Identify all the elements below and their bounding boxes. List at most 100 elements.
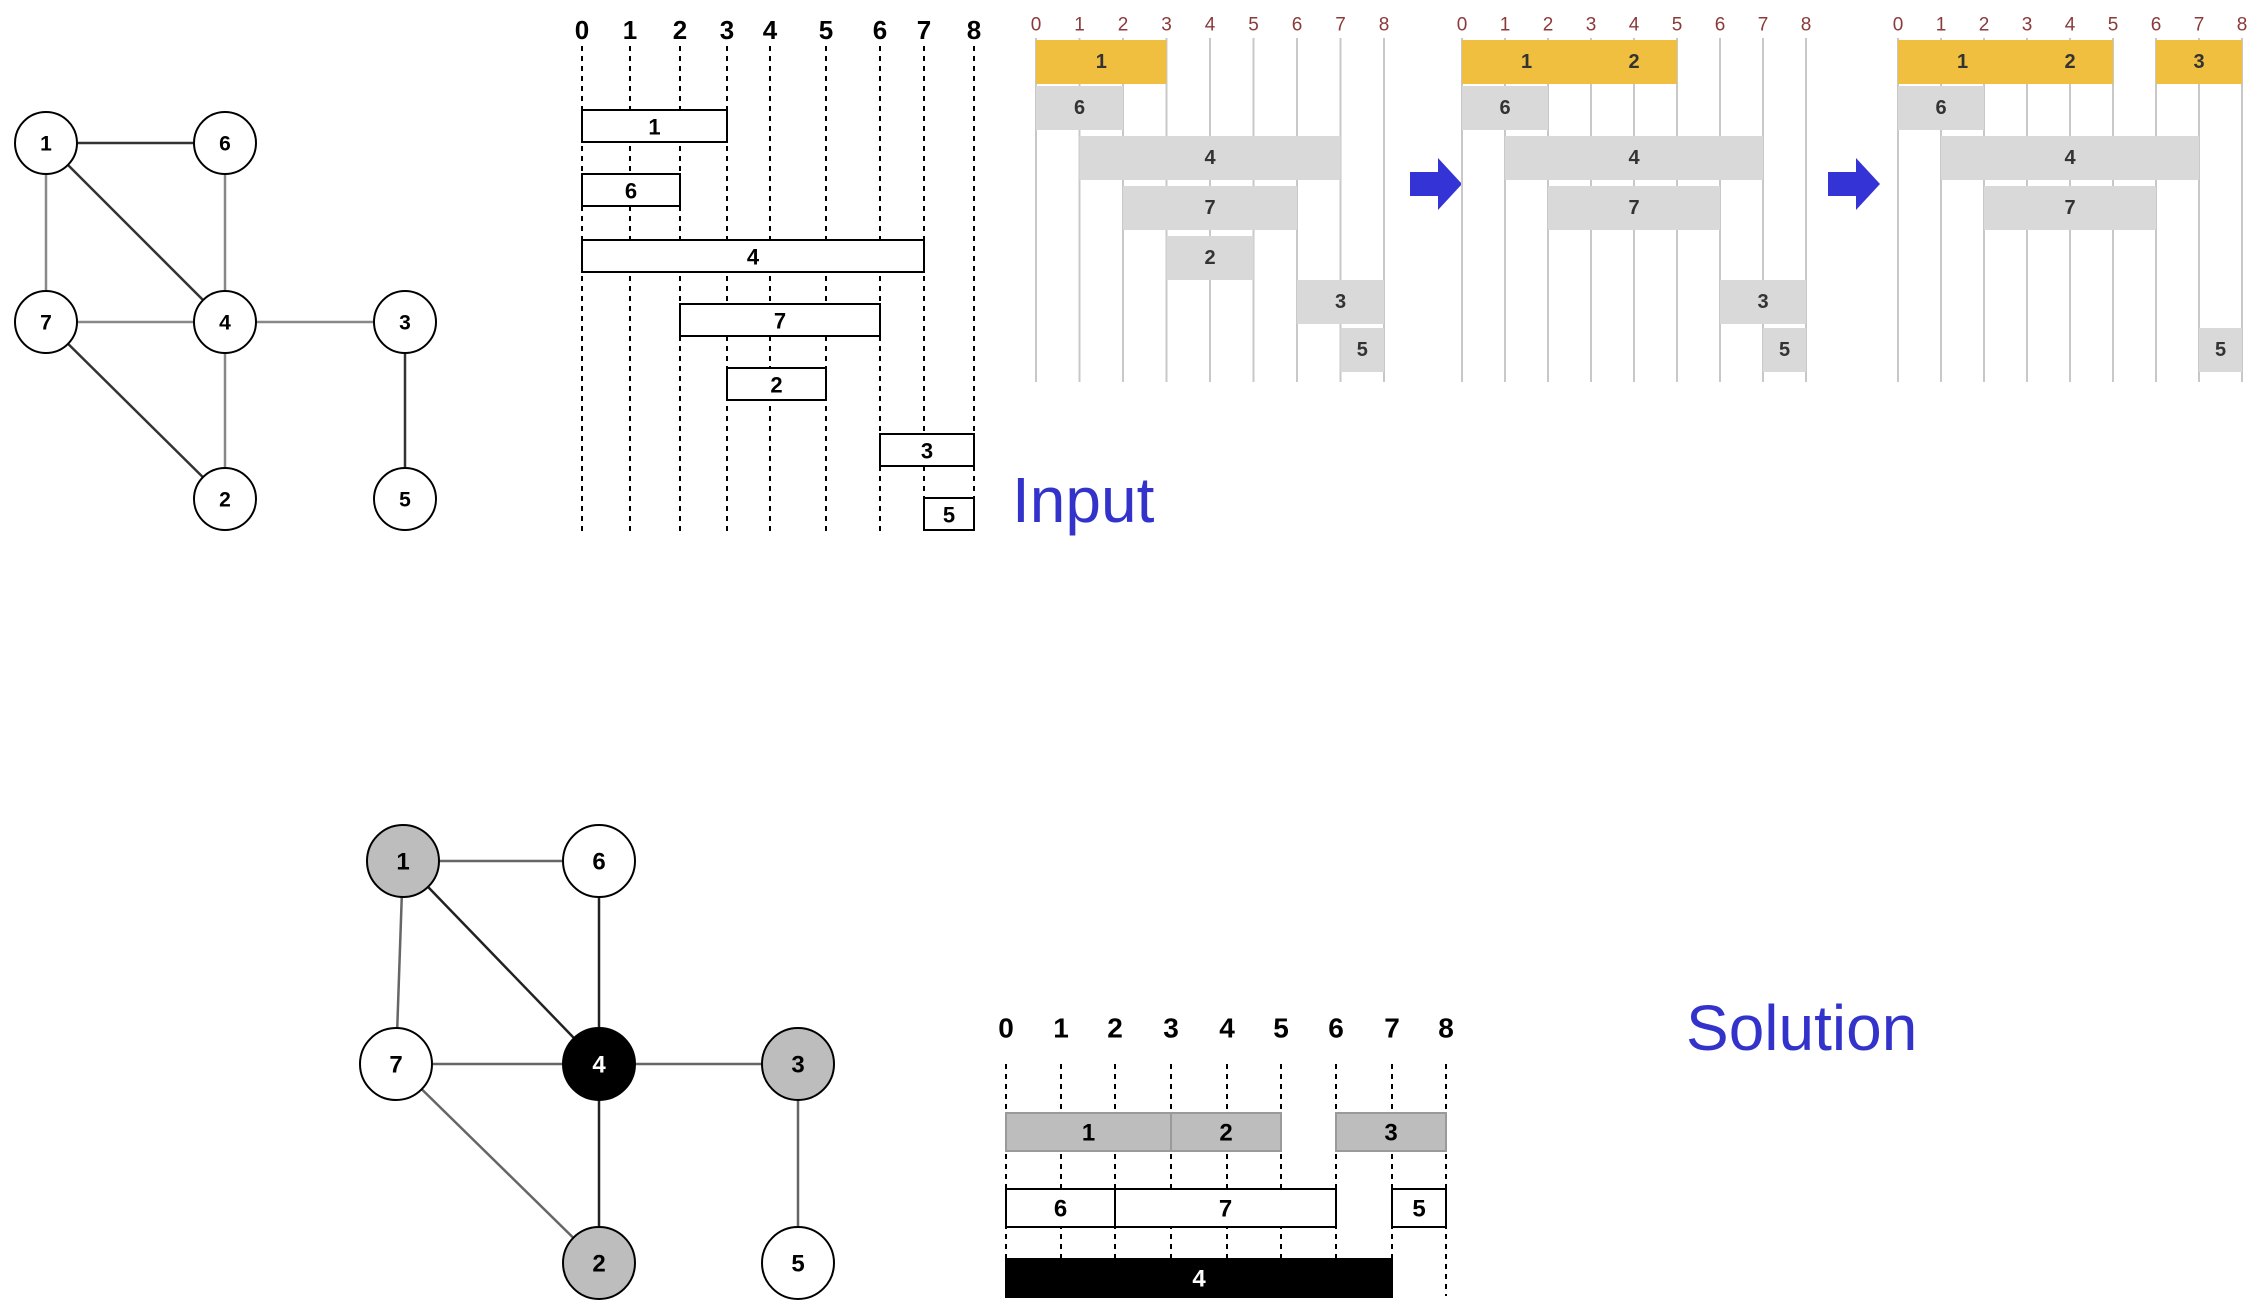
solution-bar-label-7: 7	[1219, 1196, 1232, 1223]
remaining-bar-6	[1898, 86, 1984, 130]
arrow-shape	[1410, 158, 1462, 210]
axis-tick-label-3: 3	[720, 15, 734, 45]
step-tick-label-2: 2	[1979, 15, 1990, 36]
solution-bar-label-2: 2	[1219, 1120, 1232, 1147]
axis-tick-label-0: 0	[575, 15, 589, 45]
solution-bar-2	[1170, 1112, 1282, 1152]
selected-bar-label-2: 2	[1628, 51, 1639, 73]
graph-node-label-1: 1	[396, 849, 409, 876]
interval-bar-label-3: 3	[921, 439, 933, 464]
remaining-bar-label-2: 2	[1204, 247, 1215, 269]
axis-tick-label-2: 2	[673, 15, 687, 45]
graph-node-label-7: 7	[389, 1052, 402, 1079]
remaining-bar-7	[1548, 186, 1720, 230]
graph-node-5	[373, 467, 437, 531]
graph-node-label-5: 5	[791, 1251, 804, 1278]
axis-tick-label-6: 6	[873, 15, 887, 45]
graph-node-label-5: 5	[399, 489, 411, 512]
graph-node-label-4: 4	[219, 312, 231, 335]
graph-node-1	[366, 824, 440, 898]
graph-node-3	[373, 290, 437, 354]
remaining-bar-4	[1941, 136, 2199, 180]
step-arrow-2	[1828, 158, 1880, 210]
selected-bar-label-1: 1	[1096, 51, 1107, 73]
axis-tick-label-7: 7	[917, 15, 931, 45]
graph-node-7	[14, 290, 78, 354]
remaining-bar-label-3: 3	[1335, 291, 1346, 313]
solution-bar-label-1: 1	[1082, 1120, 1095, 1147]
remaining-bar-5	[1340, 328, 1384, 372]
step-tick-label-1: 1	[1500, 15, 1511, 36]
solution-bar-label-4: 4	[1192, 1266, 1206, 1293]
interval-bar-label-4: 4	[747, 245, 760, 270]
solution-bar-7	[1114, 1188, 1337, 1228]
step-tick-label-2: 2	[1118, 15, 1129, 36]
remaining-bar-label-5: 5	[1779, 339, 1790, 361]
remaining-bar-label-3: 3	[1757, 291, 1768, 313]
remaining-bar-6	[1462, 86, 1548, 130]
selected-bar-3	[2156, 40, 2242, 84]
arrow-shape	[1828, 158, 1880, 210]
graph-edge-1-4	[402, 860, 600, 1065]
interval-bar-2	[726, 367, 827, 401]
remaining-bar-label-6: 6	[1499, 97, 1510, 119]
remaining-bar-7	[1984, 186, 2156, 230]
step-tick-label-3: 3	[2022, 15, 2033, 36]
remaining-bar-label-6: 6	[1935, 97, 1946, 119]
graph-node-6	[193, 111, 257, 175]
remaining-bar-label-5: 5	[2215, 339, 2226, 361]
step-arrow-1	[1410, 158, 1462, 210]
solution-bar-label-6: 6	[1054, 1196, 1067, 1223]
interval-bar-label-5: 5	[943, 503, 955, 528]
graph-node-label-4: 4	[592, 1052, 606, 1079]
interval-bar-label-1: 1	[648, 115, 660, 140]
selected-bar-1	[1462, 40, 1591, 84]
step-tick-label-6: 6	[2151, 15, 2162, 36]
graph-node-label-3: 3	[399, 312, 411, 335]
interval-bar-7	[679, 303, 881, 337]
graph-node-label-1: 1	[40, 133, 52, 156]
remaining-bar-label-7: 7	[1628, 197, 1639, 219]
interval-bar-label-6: 6	[625, 179, 637, 204]
remaining-bar-label-4: 4	[1628, 147, 1640, 169]
solution-tick-label-2: 2	[1107, 1013, 1123, 1044]
step-tick-label-4: 4	[2065, 15, 2076, 36]
graph-node-7	[359, 1027, 433, 1101]
step-tick-label-6: 6	[1292, 15, 1303, 36]
step-tick-label-1: 1	[1074, 15, 1085, 36]
interval-bar-3	[879, 433, 975, 467]
solution-bar-1	[1005, 1112, 1172, 1152]
remaining-bar-label-7: 7	[1204, 197, 1215, 219]
step-tick-label-3: 3	[1586, 15, 1597, 36]
step-tick-label-0: 0	[1893, 15, 1904, 36]
step-tick-label-5: 5	[1248, 15, 1259, 36]
graph-node-label-7: 7	[40, 312, 52, 335]
step-tick-label-0: 0	[1457, 15, 1468, 36]
graph-node-4	[562, 1027, 636, 1101]
remaining-bar-2	[1166, 236, 1254, 280]
selected-bar-label-1: 1	[1521, 51, 1532, 73]
step-tick-label-6: 6	[1715, 15, 1726, 36]
step-tick-label-8: 8	[1801, 15, 1812, 36]
graph-node-2	[562, 1226, 636, 1300]
step-tick-label-7: 7	[2194, 15, 2205, 36]
selected-bar-1	[1036, 40, 1167, 84]
graph-node-label-6: 6	[219, 133, 231, 156]
remaining-bar-label-4: 4	[2064, 147, 2076, 169]
solution-label: Solution	[1686, 992, 1917, 1064]
remaining-bar-label-4: 4	[1204, 147, 1216, 169]
remaining-bar-label-7: 7	[2064, 197, 2075, 219]
step-tick-label-2: 2	[1543, 15, 1554, 36]
selected-bar-label-3: 3	[2193, 51, 2204, 73]
